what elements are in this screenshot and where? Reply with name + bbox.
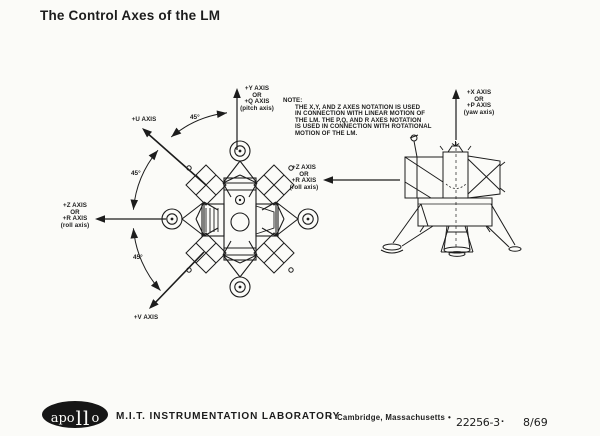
lm-side-view bbox=[322, 88, 522, 257]
footer-dot: . bbox=[501, 413, 505, 425]
z-axis-label-right: +Z AXIS OR +R AXIS (roll axis) bbox=[289, 164, 319, 191]
u-axis-label: +U AXIS bbox=[131, 116, 157, 123]
note-body: THE X,Y, AND Z AXES NOTATION IS USED IN … bbox=[295, 103, 432, 137]
z-axis-label-left: +Z AXIS OR +R AXIS (roll axis) bbox=[60, 202, 90, 229]
angle-45-top: 45° bbox=[190, 114, 200, 121]
note-heading: NOTE: bbox=[283, 97, 303, 104]
footer-bullet-2: • bbox=[448, 413, 451, 422]
angle-45-bottom: 45° bbox=[133, 254, 143, 261]
lm-top-view bbox=[161, 140, 319, 298]
footer-bullet-1: • bbox=[329, 413, 332, 422]
lab-name: M.I.T. INSTRUMENTATION LABORATORY bbox=[116, 411, 341, 422]
y-axis-label: +Y AXIS OR +Q AXIS (pitch axis) bbox=[240, 85, 274, 112]
x-axis-label: +X AXIS OR +P AXIS (yaw axis) bbox=[463, 89, 495, 116]
v-axis-label: +V AXIS bbox=[133, 314, 159, 321]
note-block: NOTE: THE X,Y, AND Z AXES NOTATION IS US… bbox=[283, 97, 432, 137]
page-title: The Control Axes of the LM bbox=[40, 8, 221, 23]
left-diagram-axes bbox=[94, 87, 242, 313]
u-axis-arrow bbox=[145, 131, 207, 186]
document-number: 22256-3 bbox=[456, 416, 500, 429]
angle-45-mid: 45° bbox=[131, 170, 141, 177]
document-date: 8/69 bbox=[523, 416, 548, 429]
v-axis-arrow bbox=[152, 251, 205, 306]
footer-location: Cambridge, Massachusetts bbox=[337, 413, 446, 422]
